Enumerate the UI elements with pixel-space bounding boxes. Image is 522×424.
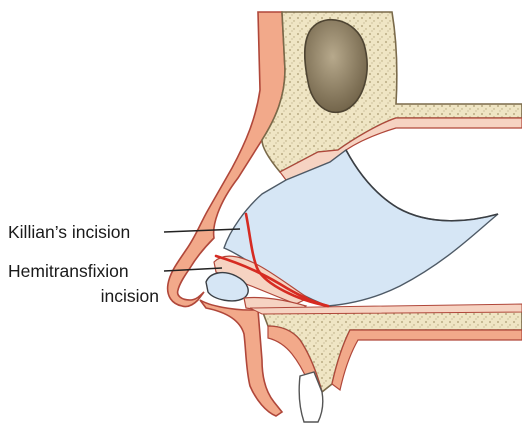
frontal-sinus (305, 20, 367, 113)
palate-lower-mucosa (332, 330, 522, 390)
frontal-nasal-bone (262, 12, 522, 172)
hemitransfixion-label-line2: incision (101, 286, 159, 306)
hemitransfixion-label-line1: Hemitransfixion (8, 261, 129, 281)
killian-incision-label: Killian’s incision (8, 222, 130, 242)
